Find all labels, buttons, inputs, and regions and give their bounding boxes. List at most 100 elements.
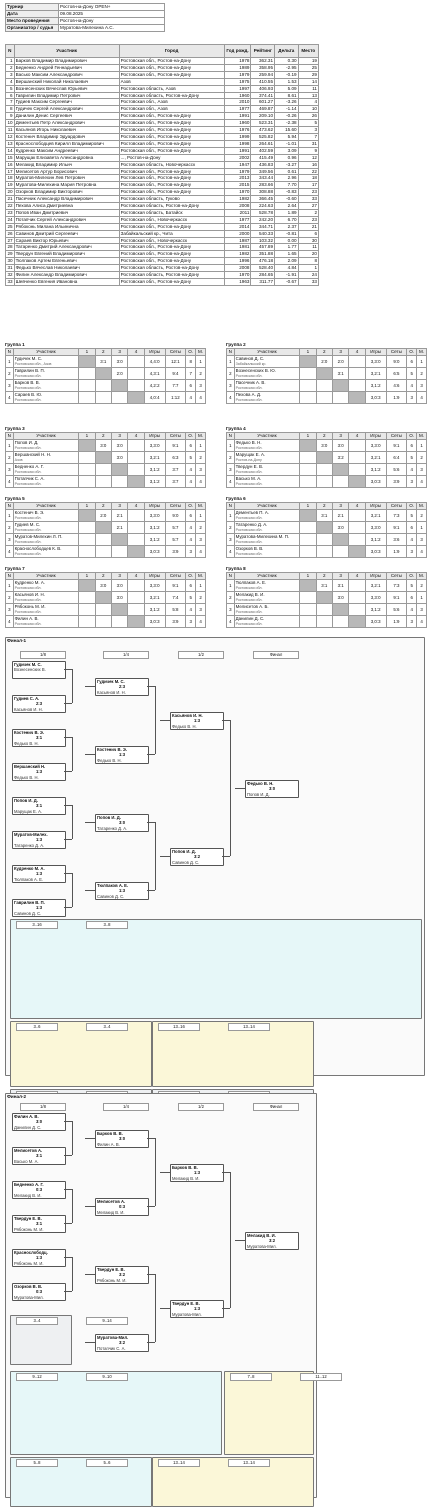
group-points: 6 <box>406 591 418 604</box>
bracket-line <box>72 873 73 907</box>
group-col-header: Сеты <box>385 432 408 440</box>
group-sets: 9:1 <box>385 591 408 604</box>
bracket-line <box>64 1189 72 1190</box>
group-score-cell <box>299 509 317 522</box>
group-score-cell <box>110 615 129 628</box>
round-header: 1/4 <box>103 1103 149 1111</box>
bracket-line <box>64 907 72 908</box>
match-player-a: Барков В. В. <box>172 1165 198 1170</box>
group-sets: 5:6 <box>385 463 408 476</box>
group-sets: 12:1 <box>164 355 187 368</box>
player-cell: Ростовская область, Новочеркасск <box>118 160 225 169</box>
player-cell: 21 <box>5 195 15 204</box>
group-col-header: 2 <box>94 432 112 440</box>
match-score: 2:3 <box>118 684 126 690</box>
group-points: 4 <box>406 603 418 616</box>
group-col-header: Участник <box>12 348 80 356</box>
player-cell: 1970 <box>223 188 252 197</box>
group-player: Гаврилин В. П.Ростовская обл. <box>12 367 80 380</box>
bracket-line <box>85 1138 95 1139</box>
group-games: 3,0:3 <box>364 615 387 628</box>
player-cell: 29 <box>5 250 15 259</box>
player-cell: 2008 <box>223 202 252 210</box>
player-cell: 23 <box>297 188 320 197</box>
match-score: 3:1 <box>35 803 43 809</box>
player-cell: Ростовская обл., Ростов-на-Дону <box>118 181 225 190</box>
group-score-cell <box>299 545 317 558</box>
bracket-line <box>72 1189 73 1223</box>
group-player-name: Рябоконь М. И. <box>14 604 46 610</box>
group-score-cell: 2:1 <box>110 521 129 534</box>
round-header: 1/8 <box>20 1103 66 1111</box>
group-place: 4 <box>195 391 206 404</box>
info-value: 09.08.2025 <box>58 10 165 18</box>
player-cell: Твердун Евгений Владимирович <box>13 250 120 259</box>
group-score-cell <box>315 533 333 546</box>
consolation-round-header: 3..16 <box>16 921 58 929</box>
match-score: 1:3 <box>118 888 126 894</box>
consolation-zone <box>10 1371 222 1455</box>
bracket-line <box>64 839 72 840</box>
player-cell: 28 <box>5 243 15 252</box>
player-cell: Ростовская область, Ростов-на-Дону <box>118 91 225 100</box>
group-player-name: Краснослободцев К. В. <box>14 546 62 552</box>
player-cell: 1975 <box>223 77 252 86</box>
group-score-cell <box>94 615 112 628</box>
group-place: 4 <box>416 545 427 558</box>
group-games: 3,0:3 <box>364 545 387 558</box>
group-points: 3 <box>406 545 418 558</box>
group-sets: 3:7 <box>164 475 187 488</box>
player-cell: Ростовская обл., Ростов-на-Дону <box>118 63 225 72</box>
group-score-cell <box>110 533 129 546</box>
group-col-header: 2 <box>315 348 333 356</box>
group-points: 4 <box>185 603 197 616</box>
group-place: 1 <box>416 439 427 452</box>
group-games: 3,1:2 <box>364 603 387 616</box>
group-col-header: Участник <box>233 432 301 440</box>
group-player: Дементьев П. А.Ростовская обл. <box>233 509 301 522</box>
match-score: 1:3 <box>35 871 43 877</box>
player-cell: Ростовская область, Азов <box>118 84 225 93</box>
players-col-header: N <box>5 44 15 58</box>
player-cell: 33 <box>297 195 320 204</box>
player-cell: 2002 <box>223 153 252 162</box>
group-games: 3,2:1 <box>364 367 387 380</box>
group-title: Группа 6 <box>226 496 246 501</box>
player-cell: Ростовская обл., Ростов-на-Дону <box>118 70 225 79</box>
match-player-b: Татаренко Д. А. <box>97 825 128 831</box>
bracket-line <box>147 1274 155 1275</box>
bracket-line <box>85 822 95 823</box>
group-score-cell <box>299 379 317 392</box>
match-player-b: Савинов Д. С. <box>172 859 200 865</box>
group-games: 3,0:3 <box>364 391 387 404</box>
bracket-line <box>147 754 155 755</box>
match-player-a: Федько В. Н. <box>247 781 274 786</box>
consolation-zone <box>10 919 422 1019</box>
group-col-header: 2 <box>315 502 333 510</box>
player-cell: Гудичек Сергей Александрович <box>13 105 120 114</box>
group-score-cell <box>127 355 145 368</box>
player-cell: 24 <box>297 271 320 279</box>
player-cell: 2.09 <box>274 257 299 266</box>
group-sets: 6:5 <box>385 367 408 380</box>
group-score-cell <box>94 391 112 404</box>
group-games: 3,3:0 <box>143 439 166 452</box>
player-cell: 344.71 <box>250 222 276 231</box>
group-score-cell <box>299 475 317 488</box>
player-cell: 311.77 <box>250 278 276 286</box>
group-seed: 3 <box>5 533 14 546</box>
player-cell: 22 <box>297 167 320 176</box>
consolation-round-header: 3..8 <box>86 921 128 929</box>
match-player-a: Костенич В. Э. <box>97 747 127 752</box>
group-score-cell <box>315 379 333 392</box>
group-player-city: Ростов-на-Дону <box>235 457 262 462</box>
group-score-cell <box>110 463 129 476</box>
